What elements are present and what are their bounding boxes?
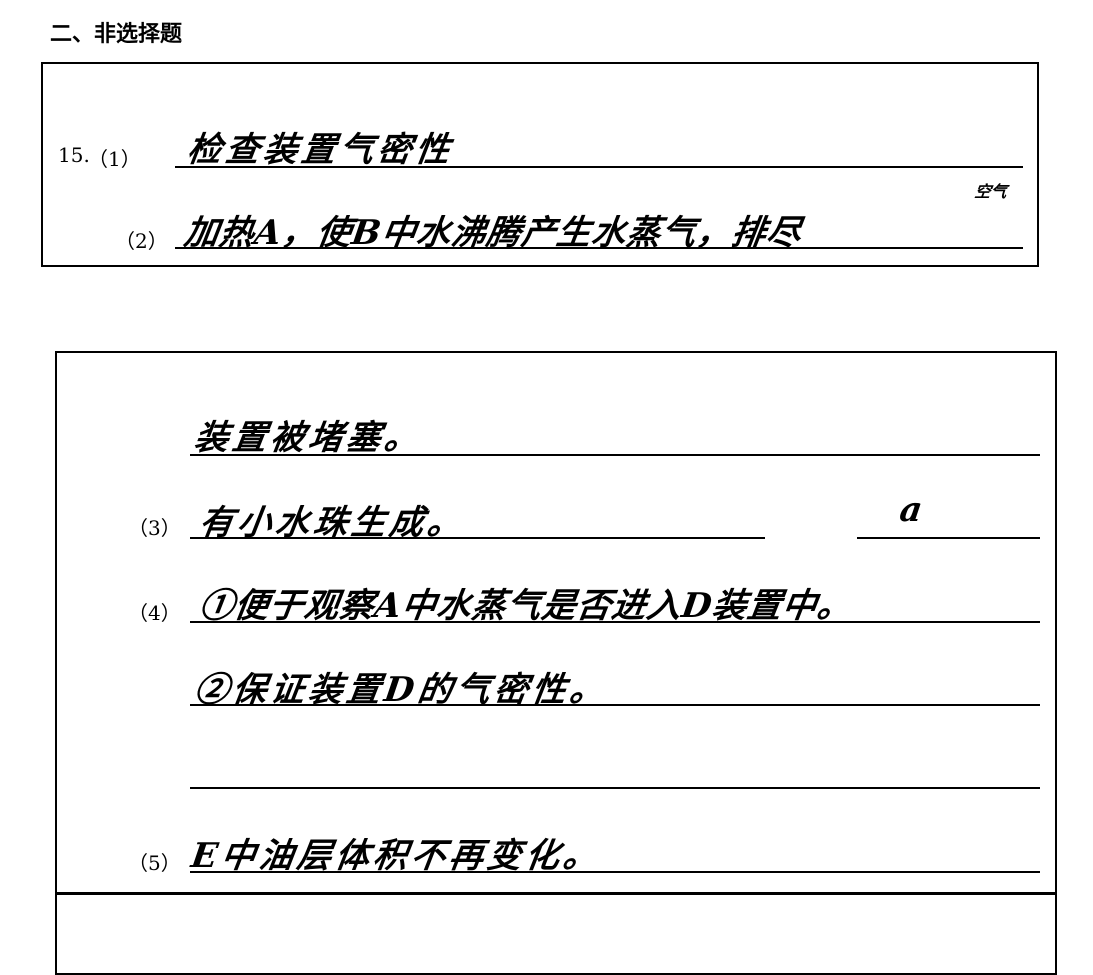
q4-answer-1: ①便于观察A中水蒸气是否进入D装置中。: [196, 586, 856, 626]
q1-answer: 检查装置气密性: [184, 130, 457, 170]
answer-line: [175, 247, 1023, 249]
q2-answer-continued: 装置被堵塞。: [191, 418, 426, 458]
answer-box-1: [41, 62, 1039, 267]
q5-label: （5）: [128, 851, 181, 875]
answer-line: [190, 871, 1040, 873]
answer-line: [857, 537, 1040, 539]
q1-label: （1）: [88, 147, 141, 171]
answer-line: [190, 454, 1040, 456]
answer-line: [190, 704, 1040, 706]
section-divider: [57, 892, 1055, 895]
q2-annotation: 空气: [973, 182, 1009, 201]
section-title: 二、非选择题: [50, 22, 183, 47]
question-number: 15.: [58, 143, 90, 167]
q5-answer: E中油层体积不再变化。: [188, 836, 605, 876]
q3-label: （3）: [128, 516, 181, 540]
q4-label: （4）: [128, 601, 181, 625]
answer-line: [190, 537, 765, 539]
answer-line: [175, 166, 1023, 168]
answer-line: [190, 621, 1040, 623]
answer-line: [190, 787, 1040, 789]
q2-label: （2）: [115, 229, 168, 253]
